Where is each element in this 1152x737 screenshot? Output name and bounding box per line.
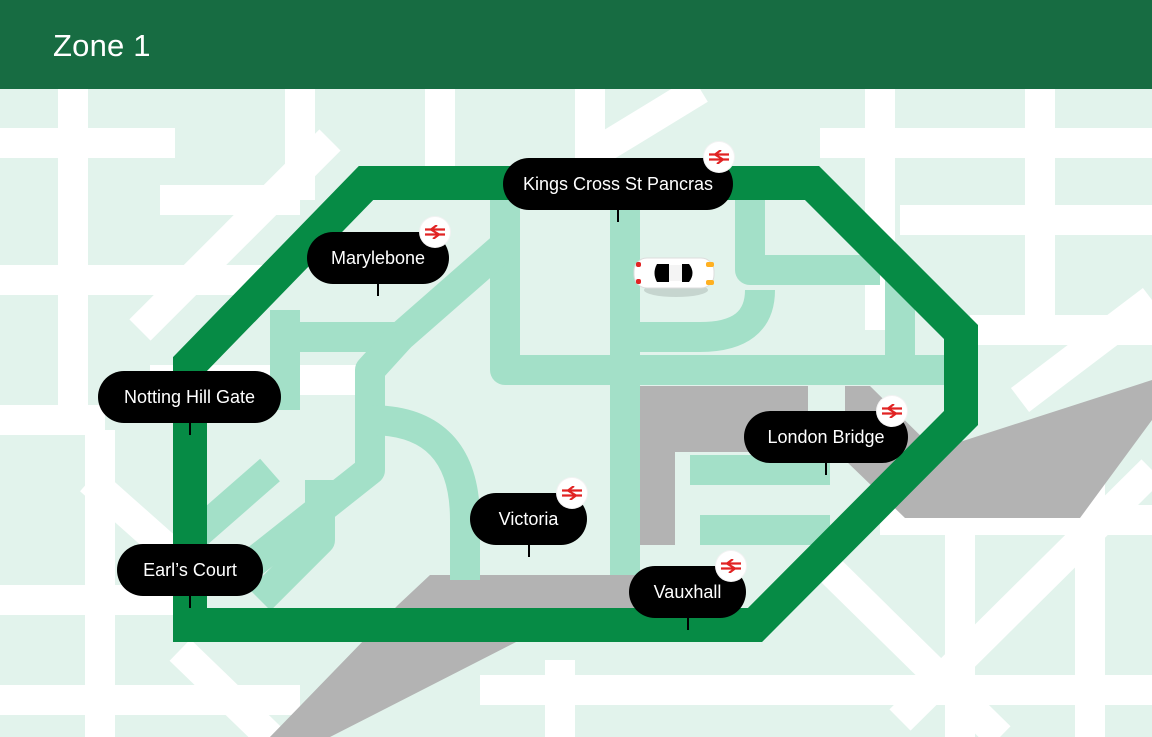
pin-stem bbox=[825, 463, 827, 475]
station-label: Earl’s Court bbox=[143, 560, 237, 580]
station-label: Notting Hill Gate bbox=[123, 387, 256, 407]
station-label: London Bridge bbox=[767, 427, 885, 447]
national-rail-icon bbox=[704, 142, 734, 172]
national-rail-icon bbox=[557, 478, 587, 508]
national-rail-icon bbox=[420, 217, 450, 247]
header-bar: Zone 1 bbox=[0, 0, 1152, 89]
pin-stem bbox=[377, 284, 379, 296]
street-network bbox=[0, 89, 1152, 737]
zone-road-network bbox=[180, 200, 960, 611]
national-rail-icon bbox=[716, 551, 746, 581]
national-rail-icon bbox=[877, 396, 907, 426]
pin-stem bbox=[617, 210, 619, 222]
station-pin-notting-hill-gate[interactable]: Notting Hill Gate bbox=[98, 371, 281, 435]
pin-stem bbox=[527, 545, 530, 557]
station-label: Vauxhall bbox=[653, 582, 722, 602]
pin-stem bbox=[189, 423, 191, 435]
page-title: Zone 1 bbox=[53, 28, 151, 63]
car-icon bbox=[633, 257, 715, 297]
pin-stem bbox=[686, 618, 689, 630]
station-pin-earls-court[interactable]: Earl’s Court bbox=[117, 544, 263, 608]
station-pin-kings-cross-st-pancras[interactable]: Kings Cross St Pancras bbox=[503, 158, 733, 222]
station-label: Kings Cross St Pancras bbox=[522, 174, 714, 194]
pin-stem bbox=[189, 596, 191, 608]
station-label: Victoria bbox=[498, 509, 559, 529]
station-label: Marylebone bbox=[330, 248, 426, 268]
